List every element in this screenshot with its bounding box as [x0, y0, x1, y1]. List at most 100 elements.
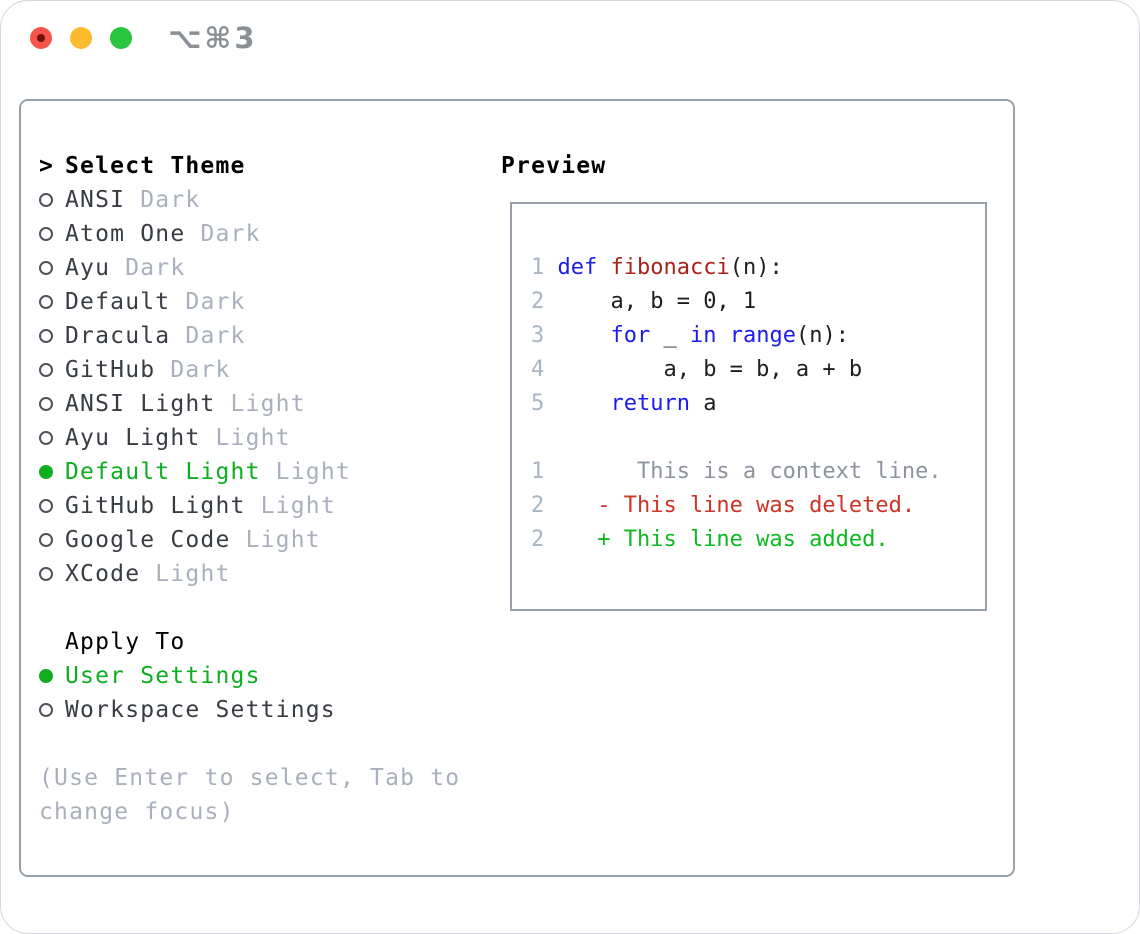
radio-icon — [39, 193, 53, 207]
option-variant-label: Light — [230, 527, 321, 553]
option-label: Default Light — [65, 459, 261, 485]
preview-title: Preview — [501, 153, 607, 179]
radio-icon — [39, 329, 53, 343]
code-token-kw: def — [557, 255, 598, 280]
radio-icon — [39, 567, 53, 581]
code-line: 2 - This line was deleted. — [531, 489, 985, 523]
code-token-plain — [544, 323, 610, 348]
code-token-ctx: This is a context line. — [544, 459, 942, 484]
code-token-plain — [544, 391, 610, 416]
theme-option-ansi[interactable]: ANSI Dark — [39, 183, 460, 217]
option-label: ANSI Light — [65, 391, 216, 417]
code-token-kw: return — [610, 391, 690, 416]
apply-option-user-settings[interactable]: User Settings — [39, 659, 460, 693]
code-token-plain — [716, 323, 729, 348]
code-line: 4 a, b = b, a + b — [531, 353, 985, 387]
code-line: 3 for _ in range(n): — [531, 319, 985, 353]
option-variant-label: Dark — [155, 357, 231, 383]
code-token-plain: (n): — [795, 323, 849, 348]
radio-icon — [39, 397, 53, 411]
code-line: 2 a, b = 0, 1 — [531, 285, 985, 319]
code-blank-line — [531, 421, 985, 455]
theme-picker-panel — [19, 99, 1015, 877]
option-label: XCode — [65, 561, 141, 587]
select-theme-header: > Select Theme — [39, 149, 460, 183]
theme-option-google-code[interactable]: Google Code Light — [39, 523, 460, 557]
focus-chevron-icon: > — [39, 153, 55, 179]
theme-option-github-light[interactable]: GitHub Light Light — [39, 489, 460, 523]
line-number: 5 — [531, 391, 545, 416]
code-line: 5 return a — [531, 387, 985, 421]
theme-option-atom-one[interactable]: Atom One Dark — [39, 217, 460, 251]
line-number: 3 — [531, 323, 545, 348]
radio-selected-icon — [39, 465, 53, 479]
theme-option-xcode[interactable]: XCode Light — [39, 557, 460, 591]
theme-option-github[interactable]: GitHub Dark — [39, 353, 460, 387]
theme-option-dracula[interactable]: Dracula Dark — [39, 319, 460, 353]
option-label: GitHub Light — [65, 493, 246, 519]
line-number: 2 — [531, 527, 545, 552]
code-token-plain — [597, 255, 610, 280]
code-line: 1 def fibonacci(n): — [531, 251, 985, 285]
option-label: ANSI — [65, 187, 126, 213]
radio-icon — [39, 363, 53, 377]
code-token-plain — [544, 255, 557, 280]
line-number: 4 — [531, 357, 545, 382]
option-variant-label: Light — [245, 493, 336, 519]
option-label: User Settings — [65, 663, 261, 689]
option-label: Atom One — [65, 221, 186, 247]
spacer — [39, 727, 460, 761]
option-label: Ayu Light — [65, 425, 201, 451]
code-line: 2 + This line was added. — [531, 523, 985, 557]
code-token-plain: a — [689, 391, 717, 416]
radio-icon — [39, 499, 53, 513]
spacer — [39, 591, 460, 625]
radio-icon — [39, 295, 53, 309]
code-token-plain: a, b = 0, 1 — [544, 289, 757, 314]
code-token-plain: (n): — [729, 255, 783, 280]
hint-text-line-2: change focus) — [39, 799, 235, 825]
hint-text-line-1: (Use Enter to select, Tab to — [39, 765, 461, 791]
option-label: Ayu — [65, 255, 111, 281]
option-variant-label: Light — [260, 459, 351, 485]
radio-icon — [39, 431, 53, 445]
option-label: GitHub — [65, 357, 156, 383]
theme-option-default-light[interactable]: Default Light Light — [39, 455, 460, 489]
option-variant-label: Light — [215, 391, 306, 417]
radio-icon — [39, 703, 53, 717]
line-number: 2 — [531, 493, 545, 518]
option-variant-label: Dark — [170, 289, 246, 315]
theme-option-ayu[interactable]: Ayu Dark — [39, 251, 460, 285]
radio-icon — [39, 261, 53, 275]
line-number: 1 — [531, 255, 545, 280]
window-title: ⌥⌘3 — [168, 21, 258, 55]
radio-icon — [39, 227, 53, 241]
code-token-kw: for — [610, 323, 651, 348]
code-token-fn: fibonacci — [610, 255, 730, 280]
select-theme-title: Select Theme — [65, 153, 246, 179]
minimize-button[interactable] — [70, 27, 92, 49]
line-number: 1 — [531, 459, 545, 484]
close-button[interactable] — [30, 27, 52, 49]
code-line: 1 This is a context line. — [531, 455, 985, 489]
zoom-button[interactable] — [110, 27, 132, 49]
apply-option-workspace-settings[interactable]: Workspace Settings — [39, 693, 460, 727]
option-variant-label: Dark — [185, 221, 261, 247]
theme-option-ansi-light[interactable]: ANSI Light Light — [39, 387, 460, 421]
radio-selected-icon — [39, 669, 53, 683]
theme-option-ayu-light[interactable]: Ayu Light Light — [39, 421, 460, 455]
option-variant-label: Dark — [125, 187, 201, 213]
traffic-lights — [30, 27, 132, 49]
radio-icon — [39, 533, 53, 547]
code-token-plain: a, b = b, a + b — [544, 357, 863, 382]
code-token-kw: in — [689, 323, 717, 348]
code-token-del: - This line was deleted. — [544, 493, 916, 518]
theme-option-default[interactable]: Default Dark — [39, 285, 460, 319]
code-token-add: + This line was added. — [544, 527, 889, 552]
option-label: Workspace Settings — [65, 697, 336, 723]
